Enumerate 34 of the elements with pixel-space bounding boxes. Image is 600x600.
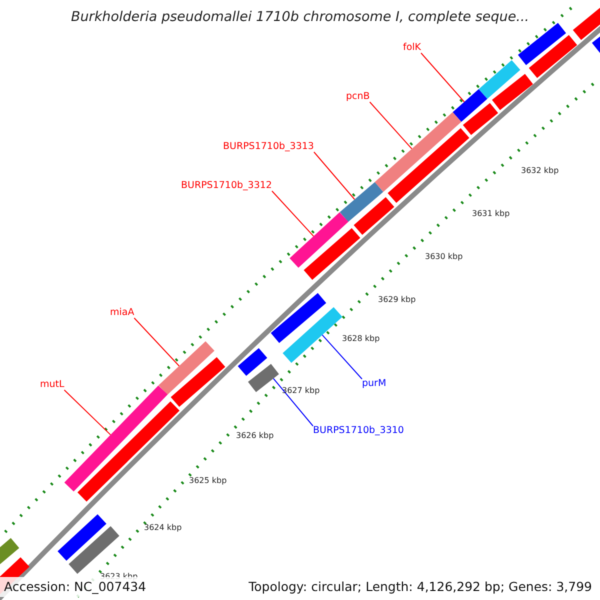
- gene-label: folK: [403, 42, 422, 54]
- scale-label: 3625 kbp: [189, 476, 227, 486]
- leader-line: [134, 318, 180, 366]
- leader-line: [420, 52, 465, 102]
- scale-label: 3626 kbp: [236, 431, 274, 441]
- gene-bar: [248, 364, 279, 392]
- leader-line: [313, 152, 356, 200]
- title: Burkholderia pseudomallei 1710b chromosome I, complete seque...: [70, 9, 530, 25]
- gene-label: miaA: [110, 307, 134, 319]
- leader-line: [369, 102, 412, 150]
- gene-bar: [452, 89, 488, 122]
- gene-bar: [64, 385, 168, 492]
- gene-label: BURPS1710b_3312: [181, 180, 272, 192]
- gene-bar: [374, 112, 462, 192]
- gene-bar: [282, 307, 342, 363]
- gene-bar: [290, 212, 348, 268]
- scale-label: 3628 kbp: [342, 334, 380, 344]
- leader-line: [271, 190, 314, 237]
- gene-label: BURPS1710b_3313: [223, 141, 314, 153]
- scale-label: 3630 kbp: [425, 252, 463, 262]
- gene-bar: [158, 341, 214, 395]
- scale-label: 3627 kbp: [282, 386, 320, 396]
- gene-label: BURPS1710b_3310: [313, 425, 404, 437]
- scale-label: 3632 kbp: [521, 166, 559, 176]
- scale-label: 3629 kbp: [378, 295, 416, 305]
- gene-bar: [340, 182, 384, 222]
- leader-line: [64, 390, 112, 436]
- leader-line: [322, 334, 362, 380]
- scale-label: 3624 kbp: [144, 523, 182, 533]
- gene-label: pcnB: [346, 91, 370, 103]
- scale-label: 3631 kbp: [472, 209, 510, 219]
- gene-label: mutL: [40, 379, 64, 391]
- leader-line: [272, 378, 314, 426]
- gene-label: purM: [362, 378, 386, 390]
